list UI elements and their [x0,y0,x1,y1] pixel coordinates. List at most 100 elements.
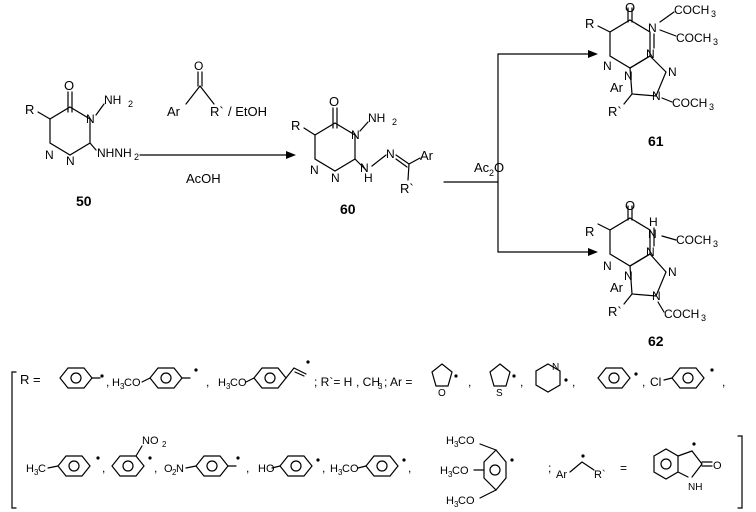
subscript: 3 [454,500,459,509]
ar-definition: ; Ar = [384,375,412,389]
n-label: N [552,362,559,373]
tolyl-group [47,455,100,477]
methyl-label: H [26,463,34,475]
subscript: 2 [172,468,177,477]
compound-number-50: 50 [76,193,92,209]
methoxy-label: H [330,463,338,475]
subscript: 3 [713,239,718,249]
nh2-label: NH [104,93,121,107]
sulfur-label: S [496,388,503,399]
chloro-label: Cl [650,375,661,389]
n-label: N [668,65,677,79]
nh-label: NH [688,482,702,493]
r-definition: R = [20,372,41,387]
subscript: 2 [128,99,133,109]
n-label: N [646,47,655,61]
methoxy-label: H [446,495,454,507]
hydroxyphenyl-group [271,455,320,477]
r-label: R [585,224,594,239]
subscript: 3 [709,102,714,112]
n-label: N [648,227,657,241]
n-label: N [310,163,319,177]
n-label: N [86,112,95,126]
methoxyphenyl-aryl-group [357,455,406,477]
n-label: N [646,245,655,259]
n-label: N [624,269,633,283]
n-label: N [386,147,395,161]
reagent-ketone: O Ar R` / EtOH [167,59,267,119]
separator: , [106,375,109,389]
separator: , [408,461,411,475]
subscript: 3 [454,440,459,449]
subscript: 3 [338,468,343,477]
r-prime-label: R` [400,181,414,196]
ar-label: Ar [420,148,434,163]
trimethoxyphenyl-group: H 3 CO H 3 CO H 3 CO [440,435,514,509]
ar-label: Ar [556,469,567,481]
chlorophenyl-group [663,367,714,389]
ar-label: Ar [610,280,624,295]
separator: , [246,461,249,475]
methyl-label: , CH [356,375,380,389]
pyridyl-group: N [535,362,568,393]
arrowhead [286,151,296,159]
oxygen-label: O [713,460,722,472]
reagent-solvent: / EtOH [228,104,267,119]
substituent-legend-row-1: R = , H 3 CO , H 3 CO [11,360,725,509]
r-prime-definition: ; R`= H [314,375,352,389]
substituent-legend-row-2: H 3 C , NO 2 , O 2 N , HO [26,435,743,509]
compound-number-60: 60 [340,201,356,217]
arylmethyl-group: Ar R` [556,454,606,481]
subscript: 2 [134,152,139,162]
methyl-label: C [38,463,46,475]
nitrophenyl-group: NO 2 [111,435,167,477]
oxygen-label: O [625,0,635,15]
n-label: N [45,148,54,162]
methoxy-label: H [112,377,120,389]
nh2-label: NH [368,111,385,125]
separator: ; [548,461,551,475]
n-label: N [624,69,633,83]
subscript: 3 [711,9,716,19]
methoxy-label: H [446,435,454,447]
oxygen-label: O [329,94,339,109]
left-bracket [11,371,17,509]
compound-number-62: 62 [648,333,664,349]
methoxy-label: CO [342,463,359,475]
subscript: 3 [226,382,231,391]
n-label: N [360,161,369,175]
methoxystyryl-group [245,360,310,389]
reagent-catalyst: AcOH [186,171,221,186]
subscript: 3 [34,468,39,477]
compound-50: O R N N N NH 2 NHNH 2 50 [25,78,139,209]
subscript: 2 [162,440,167,449]
subscript: 3 [120,382,125,391]
r-label: R [25,102,34,117]
arrowhead [588,50,598,58]
nitro-label: N [176,463,184,475]
n-label: N [603,59,612,73]
separator: , [206,375,209,389]
separator: , [572,375,575,389]
right-bracket [737,435,743,509]
equals-sign: = [620,461,627,475]
r-prime-label: R` [210,104,224,119]
nitro-label: O [164,463,173,475]
n-label: N [668,265,677,279]
separator: , [722,375,725,389]
ar-label: Ar [167,104,181,119]
nitro-label: NO [142,435,159,447]
arrowhead [588,248,598,256]
r-prime-label: R` [608,304,622,319]
h-label: H [649,215,658,229]
methoxy-label: CO [230,377,247,389]
oxygen-label: O [625,198,635,213]
compound-61: O R N N N N COCH 3 COCH 3 N N COCH 3 Ar … [585,0,718,149]
n-label: N [603,259,612,273]
ar-label: Ar [610,80,624,95]
separator: , [154,461,157,475]
acetyl-group: COCH [676,233,711,247]
r-label: R [585,16,594,31]
hydroxy-label: HO [258,463,275,475]
